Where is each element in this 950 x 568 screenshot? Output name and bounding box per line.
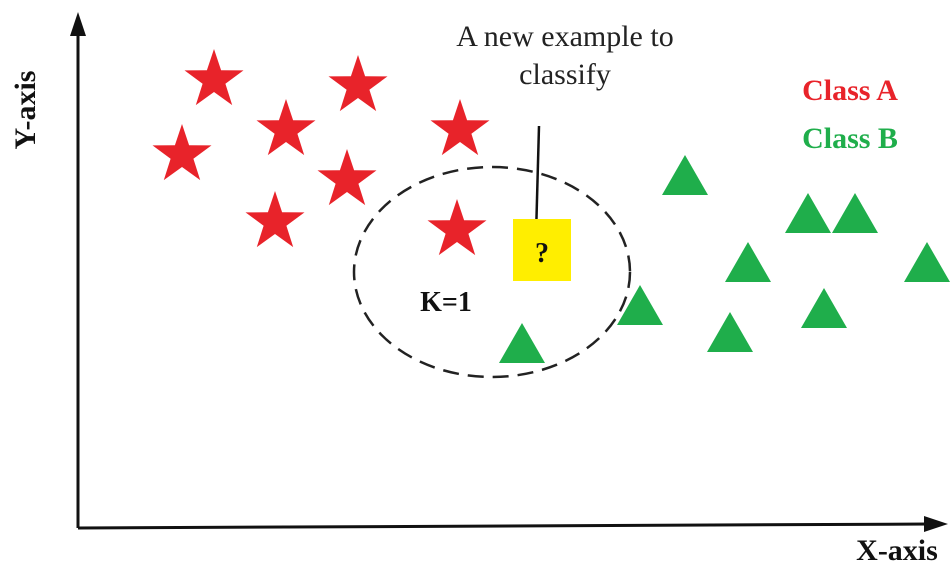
y-axis-label: Y-axis [9,71,42,150]
star-icon [184,49,244,106]
triangle-icon [725,242,771,282]
star-icon [317,149,377,206]
triangle-icon [662,155,708,195]
star-icon [245,191,305,248]
star-icon [427,199,487,256]
annotation-line-2: classify [519,58,611,91]
triangle-icon [707,312,753,352]
annotation-line-1: A new example to [456,20,673,53]
triangle-icon [832,193,878,233]
class-a-points [152,49,490,256]
x-axis-label: X-axis [856,534,938,567]
triangle-icon [785,193,831,233]
x-axis [77,516,948,532]
triangle-icon [499,323,545,363]
star-icon [152,124,212,181]
triangle-icon [617,285,663,325]
k-neighborhood-ellipse [352,165,632,379]
triangle-icon [904,242,950,282]
legend-class-b: Class B [802,122,898,155]
query-point: ? [513,219,571,281]
y-axis [70,12,86,528]
star-icon [256,99,316,156]
triangle-icon [801,288,847,328]
star-icon [328,55,388,112]
square-icon [513,219,571,281]
legend-class-a: Class A [802,74,898,107]
k-label: K=1 [420,287,472,318]
query-symbol: ? [535,238,549,269]
class-b-points [499,155,950,363]
star-icon [430,99,490,156]
